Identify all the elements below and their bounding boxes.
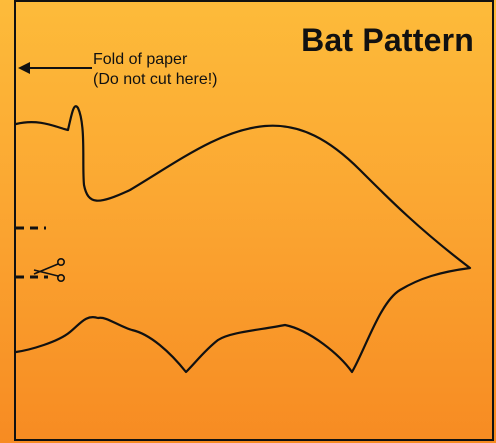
left-arrow-icon: [18, 62, 92, 74]
fold-label-line1: Fold of paper: [93, 51, 188, 68]
scissors-icon: [33, 257, 65, 282]
fold-label: Fold of paper (Do not cut here!): [93, 50, 218, 90]
bat-wing-outline: [14, 105, 472, 374]
fold-label-line2: (Do not cut here!): [93, 71, 218, 88]
page-title: Bat Pattern: [301, 22, 474, 58]
